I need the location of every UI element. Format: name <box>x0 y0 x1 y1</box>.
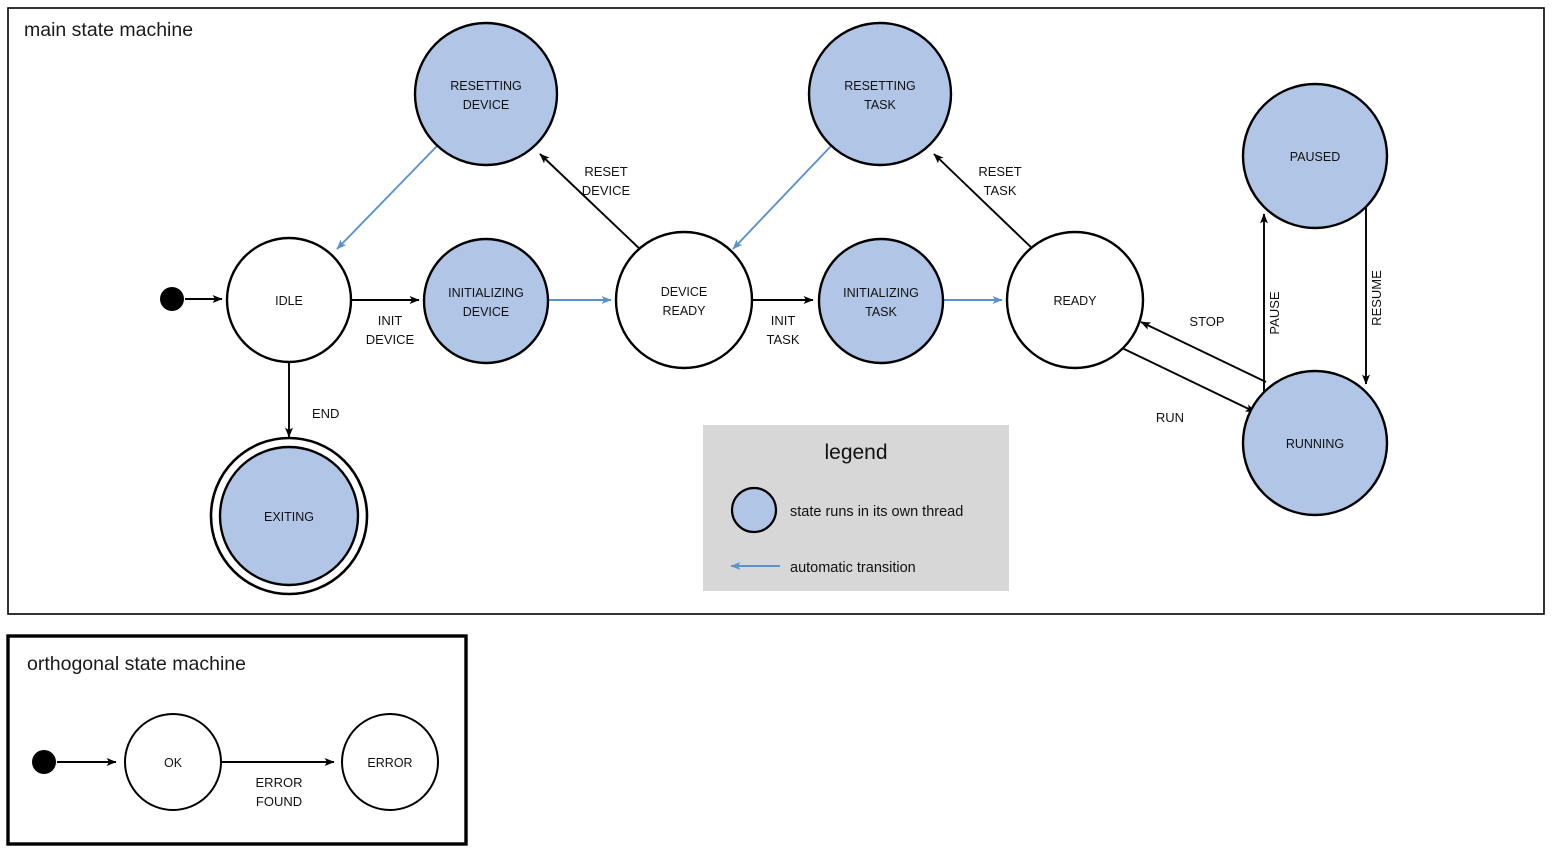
edge-label-stop: STOP <box>1189 314 1224 329</box>
state-exiting-label: EXITING <box>264 510 314 524</box>
edge-label-init-device-line1: INIT <box>378 313 403 328</box>
legend: legend state runs in its own thread auto… <box>703 425 1009 591</box>
state-initializing-device-label-line1: INITIALIZING <box>448 286 524 300</box>
state-error-circle[interactable] <box>341 713 439 811</box>
edge-label-init-task-line2: TASK <box>767 332 800 347</box>
edge-label-reset-device-line1: RESET <box>584 164 627 179</box>
edge-label-init-task-line1: INIT <box>771 313 796 328</box>
orthogonal-initial-state-node <box>32 750 56 774</box>
state-device-ready-circle[interactable] <box>614 230 754 370</box>
transition-reset-device <box>539 153 644 253</box>
state-paused-label: PAUSED <box>1290 150 1340 164</box>
state-exiting-circle[interactable] <box>218 445 360 587</box>
edge-label-reset-device-line2: DEVICE <box>582 183 631 198</box>
legend-thread-state-text: state runs in its own thread <box>790 504 963 520</box>
state-ready[interactable]: READY <box>1005 230 1145 370</box>
initial-state-node <box>160 287 184 311</box>
state-device-ready[interactable]: DEVICE READY <box>614 230 754 370</box>
state-device-ready-label-line2: READY <box>662 304 706 318</box>
state-paused[interactable]: PAUSED <box>1241 82 1389 230</box>
state-initializing-device[interactable]: INITIALIZING DEVICE <box>422 237 550 365</box>
edge-label-error-found-line2: FOUND <box>256 794 302 809</box>
transition-auto-resetting-device-to-idle <box>336 145 438 250</box>
transition-stop <box>1140 321 1267 383</box>
state-resetting-task-circle[interactable] <box>807 21 953 167</box>
orthogonal-state-machine-title: orthogonal state machine <box>27 653 246 675</box>
state-resetting-device[interactable]: RESETTING DEVICE <box>413 21 559 167</box>
legend-title: legend <box>824 441 887 464</box>
state-ready-label: READY <box>1053 294 1097 308</box>
state-resetting-device-label-line2: DEVICE <box>463 98 510 112</box>
state-initializing-task-label-line1: INITIALIZING <box>843 286 919 300</box>
edge-label-reset-task-line2: TASK <box>984 183 1017 198</box>
state-ok[interactable]: OK <box>124 713 222 811</box>
state-initializing-device-circle[interactable] <box>422 237 550 365</box>
state-resetting-device-label-line1: RESETTING <box>450 79 522 93</box>
state-error[interactable]: ERROR <box>341 713 439 811</box>
edge-label-reset-task-line1: RESET <box>978 164 1021 179</box>
state-running-circle[interactable] <box>1241 369 1389 517</box>
state-resetting-task-label-line1: RESETTING <box>844 79 916 93</box>
edge-label-end: END <box>312 406 339 421</box>
state-exiting[interactable]: EXITING <box>209 436 369 596</box>
transition-auto-resetting-task-to-device-ready <box>732 145 832 250</box>
legend-auto-transition-text: automatic transition <box>790 560 916 576</box>
transition-reset-task <box>933 153 1037 253</box>
main-state-machine-title: main state machine <box>24 19 193 41</box>
state-ok-circle[interactable] <box>124 713 222 811</box>
state-initializing-task[interactable]: INITIALIZING TASK <box>817 237 945 365</box>
state-initializing-device-label-line2: DEVICE <box>463 305 510 319</box>
state-idle[interactable]: IDLE <box>225 236 353 364</box>
edge-label-resume: RESUME <box>1369 270 1384 326</box>
edge-label-run: RUN <box>1156 410 1184 425</box>
state-initializing-task-label-line2: TASK <box>865 305 897 319</box>
transition-run <box>1121 347 1256 413</box>
edge-label-error-found-line1: ERROR <box>256 775 303 790</box>
state-idle-circle[interactable] <box>225 236 353 364</box>
state-idle-label: IDLE <box>275 294 303 308</box>
state-running[interactable]: RUNNING <box>1241 369 1389 517</box>
state-running-label: RUNNING <box>1286 437 1344 451</box>
state-initializing-task-circle[interactable] <box>817 237 945 365</box>
state-resetting-task-label-line2: TASK <box>864 98 896 112</box>
state-ok-label: OK <box>164 756 183 770</box>
edge-label-pause: PAUSE <box>1267 291 1282 334</box>
edge-label-init-device-line2: DEVICE <box>366 332 415 347</box>
state-device-ready-label-line1: DEVICE <box>661 285 708 299</box>
state-resetting-task[interactable]: RESETTING TASK <box>807 21 953 167</box>
state-resetting-device-circle[interactable] <box>413 21 559 167</box>
legend-thread-state-swatch <box>730 486 778 534</box>
state-ready-circle[interactable] <box>1005 230 1145 370</box>
state-paused-circle[interactable] <box>1241 82 1389 230</box>
state-error-label: ERROR <box>367 756 412 770</box>
